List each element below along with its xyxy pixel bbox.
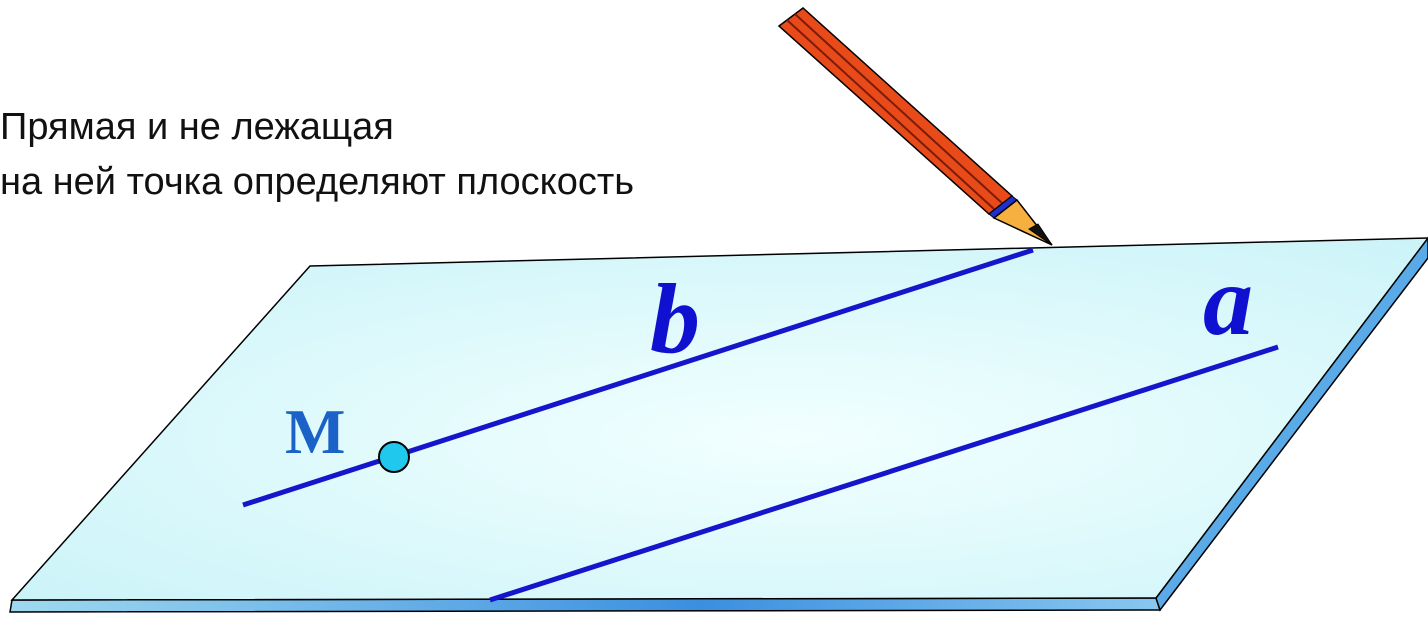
line-b xyxy=(242,247,1034,508)
caption-text: Прямая и не лежащая на ней точка определ… xyxy=(0,100,634,210)
caption-line-2: на ней точка определяют плоскость xyxy=(0,161,635,203)
line-b-label: b xyxy=(650,263,700,374)
pencil-icon xyxy=(777,7,1053,246)
line-a xyxy=(489,344,1279,603)
point-m xyxy=(378,441,410,473)
point-m-label: M xyxy=(285,396,345,467)
line-a-label: a xyxy=(1203,245,1253,356)
plane-surface xyxy=(10,237,1428,601)
caption-line-1: Прямая и не лежащая xyxy=(0,106,394,148)
